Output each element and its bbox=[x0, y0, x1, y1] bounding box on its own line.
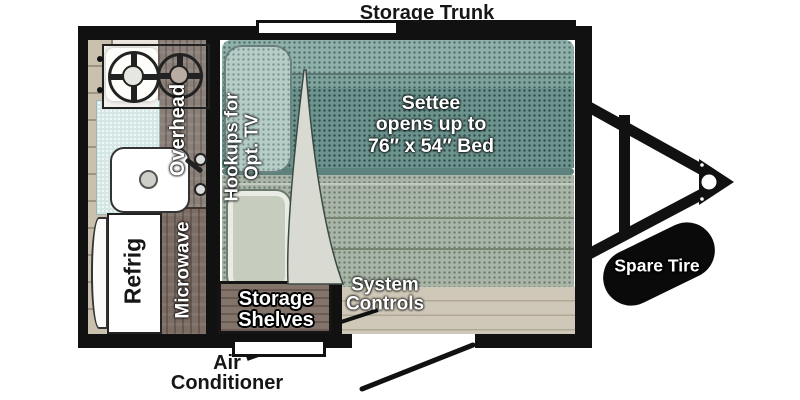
faucet-knob-bottom bbox=[194, 183, 207, 196]
cooktop-hinge-top bbox=[97, 56, 103, 62]
refrig-label: Refrig bbox=[119, 237, 146, 305]
wall-right bbox=[575, 26, 592, 348]
platform-seam bbox=[222, 217, 574, 219]
wall-left bbox=[78, 26, 88, 348]
storage-trunk-label: Storage Trunk bbox=[359, 2, 495, 24]
wall-bottom-right bbox=[475, 334, 592, 348]
platform-seam bbox=[222, 183, 574, 185]
hitch-frame-bottom-bar bbox=[586, 186, 711, 259]
faucet-knob-top bbox=[194, 153, 207, 166]
hitch-frame-top-bar bbox=[586, 102, 711, 178]
spare-tire bbox=[603, 222, 715, 306]
coupler-bolt bbox=[700, 197, 704, 201]
storage-trunk-lid bbox=[256, 20, 399, 36]
folded-cushion-sliver bbox=[286, 69, 345, 285]
shelves-side-wall bbox=[330, 281, 342, 334]
air-conditioner-label: Air Conditioner bbox=[170, 352, 284, 394]
spare-tire-label: Spare Tire bbox=[614, 255, 700, 276]
storage-shelves-cabinet bbox=[218, 281, 332, 334]
tv-hookups-label: Hookups for Opt. TV bbox=[220, 92, 262, 202]
system-controls-pointer bbox=[340, 308, 379, 324]
sink-drain bbox=[139, 170, 158, 189]
hitch-coupler-hole bbox=[701, 174, 717, 190]
side-cushion-upper bbox=[224, 45, 292, 173]
cooktop-hinge-bottom bbox=[97, 87, 103, 93]
refrigerator bbox=[107, 213, 162, 334]
settee-roll-seam bbox=[222, 168, 574, 175]
microwave-cabinet bbox=[158, 207, 206, 336]
burner-right bbox=[157, 53, 203, 99]
platform-seam bbox=[222, 248, 574, 250]
sink bbox=[110, 147, 190, 213]
entry-door-swing bbox=[359, 342, 476, 392]
storage-trunk-body bbox=[399, 20, 576, 36]
microwave-label: Microwave bbox=[172, 221, 194, 319]
storage-shelves-label: Storage Shelves bbox=[238, 288, 314, 331]
air-conditioner-unit bbox=[232, 339, 326, 357]
coupler-bolt bbox=[700, 163, 704, 167]
refrigerator-door bbox=[91, 217, 108, 329]
overhead-label: Overhead bbox=[167, 83, 189, 177]
hitch-jack-post bbox=[619, 115, 630, 238]
settee-label: Settee opens up to 76″ x 54″ Bed bbox=[368, 91, 494, 157]
system-controls-label: System Controls bbox=[345, 274, 425, 315]
